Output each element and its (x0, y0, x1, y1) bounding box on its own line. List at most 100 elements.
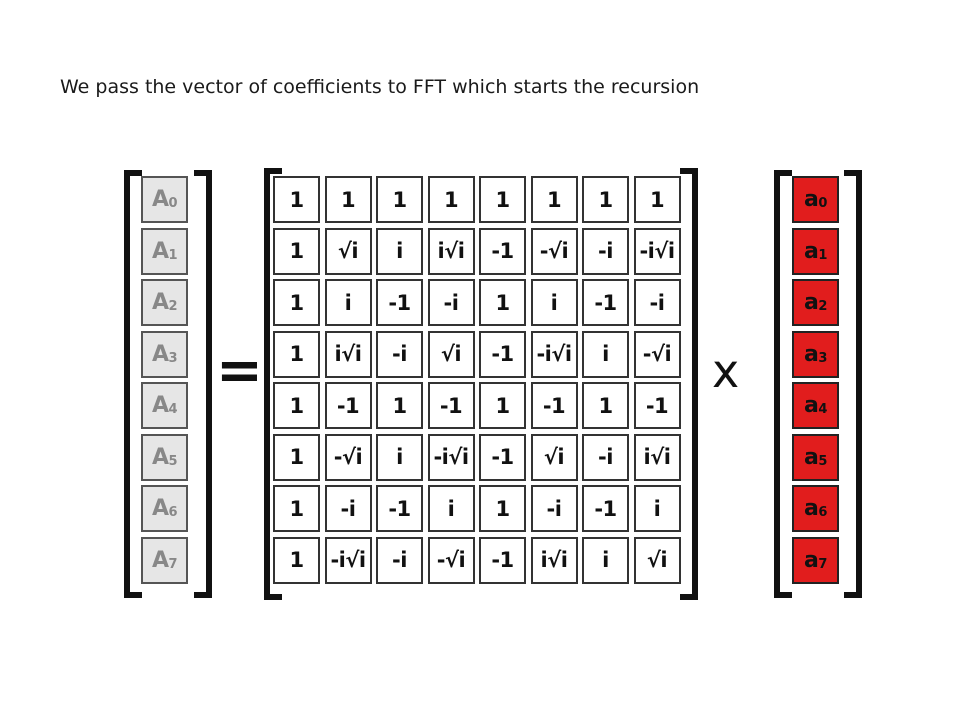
result-index: 1 (168, 247, 178, 263)
matrix-cell-r5-c1: -√i (324, 433, 372, 481)
matrix-cell-r1-c2: i (376, 227, 423, 275)
equals-sign: = (216, 338, 263, 403)
matrix-cell-r4-c1: -1 (324, 382, 372, 429)
result-symbol: A (151, 496, 169, 521)
input-symbol: a (804, 496, 819, 521)
matrix-cell-r4-c5: -1 (530, 382, 578, 429)
input-symbol: a (804, 290, 819, 315)
matrix-cell-r5-c0: 1 (273, 433, 320, 481)
matrix-cell-r0-c2: 1 (376, 176, 423, 223)
matrix-cell-r1-c4: -1 (479, 227, 526, 275)
matrix-cell-r1-c6: -i (582, 227, 629, 275)
matrix-cell-r4-c7: -1 (633, 382, 681, 429)
result-bracket-left (124, 170, 142, 598)
matrix-cell-r7-c3: -√i (427, 536, 475, 584)
matrix-cell-r7-c5: i√i (530, 536, 578, 584)
matrix-cell-r3-c0: 1 (273, 330, 320, 378)
matrix-cell-r3-c6: i (582, 330, 629, 378)
matrix-cell-r5-c6: -i (582, 433, 629, 481)
result-symbol: A (151, 238, 169, 264)
matrix-cell-r3-c5: -i√i (530, 330, 578, 378)
matrix-cell-r7-c0: 1 (273, 536, 320, 584)
result-symbol: A (151, 187, 169, 212)
matrix-cell-r3-c3: √i (427, 330, 475, 378)
input-symbol: a (804, 238, 819, 264)
matrix-cell-r1-c1: √i (324, 227, 372, 275)
matrix-cell-r4-c6: 1 (582, 382, 629, 429)
matrix-cell-r6-c7: i (633, 485, 681, 532)
matrix-cell-r6-c0: 1 (273, 485, 320, 532)
matrix-cell-r5-c4: -1 (479, 433, 526, 481)
matrix-cell-r1-c0: 1 (273, 227, 320, 275)
input-index: 3 (818, 350, 827, 366)
matrix-cell-r7-c4: -1 (479, 536, 526, 584)
input-index: 6 (818, 505, 827, 520)
matrix-bracket-right (680, 168, 698, 600)
input-symbol: a (804, 341, 819, 367)
result-symbol: A (151, 341, 169, 367)
matrix-cell-r6-c3: i (427, 485, 475, 532)
matrix-cell-r0-c0: 1 (273, 176, 320, 223)
matrix-cell-r3-c4: -1 (479, 330, 526, 378)
matrix-cell-r5-c2: i (376, 433, 423, 481)
input-index: 5 (818, 453, 827, 469)
result-index: 7 (168, 556, 178, 572)
result-index: 6 (168, 505, 178, 520)
matrix-cell-r0-c4: 1 (479, 176, 526, 223)
input-index: 1 (818, 247, 827, 263)
matrix-cell-r4-c2: 1 (376, 382, 423, 429)
result-symbol: A (151, 444, 169, 470)
matrix-cell-r7-c2: -i (376, 536, 423, 584)
input-symbol: a (804, 187, 819, 212)
result-symbol: A (151, 393, 169, 418)
matrix-cell-r0-c6: 1 (582, 176, 629, 223)
result-index: 3 (168, 350, 178, 366)
matrix-cell-r2-c3: -i (427, 279, 475, 326)
matrix-cell-r6-c1: -i (324, 485, 372, 532)
input-index: 4 (818, 402, 827, 417)
matrix-cell-r5-c7: i√i (633, 433, 681, 481)
matrix-cell-r1-c7: -i√i (633, 227, 681, 275)
result-index: 0 (168, 196, 178, 211)
matrix-cell-r5-c3: -i√i (427, 433, 475, 481)
matrix-cell-r6-c2: -1 (376, 485, 423, 532)
matrix-cell-r2-c4: 1 (479, 279, 526, 326)
matrix-cell-r6-c5: -i (530, 485, 578, 532)
matrix-cell-r1-c5: -√i (530, 227, 578, 275)
matrix-cell-r0-c1: 1 (324, 176, 372, 223)
matrix-cell-r3-c2: -i (376, 330, 423, 378)
matrix-cell-r7-c1: -i√i (324, 536, 372, 584)
matrix-cell-r2-c1: i (324, 279, 372, 326)
matrix-cell-r2-c2: -1 (376, 279, 423, 326)
input-index: 2 (818, 299, 827, 314)
multiply-sign: x (712, 344, 740, 398)
result-index: 2 (168, 299, 178, 314)
matrix-cell-r2-c7: -i (633, 279, 681, 326)
input-symbol: a (804, 393, 819, 418)
matrix-cell-r7-c6: i (582, 536, 629, 584)
matrix-cell-r2-c0: 1 (273, 279, 320, 326)
matrix-cell-r5-c5: √i (530, 433, 578, 481)
matrix-cell-r2-c5: i (530, 279, 578, 326)
matrix-cell-r4-c3: -1 (427, 382, 475, 429)
result-symbol: A (151, 290, 169, 315)
input-index: 7 (818, 556, 827, 572)
matrix-cell-r7-c7: √i (633, 536, 681, 584)
matrix-cell-r0-c5: 1 (530, 176, 578, 223)
input-symbol: a (804, 444, 819, 470)
